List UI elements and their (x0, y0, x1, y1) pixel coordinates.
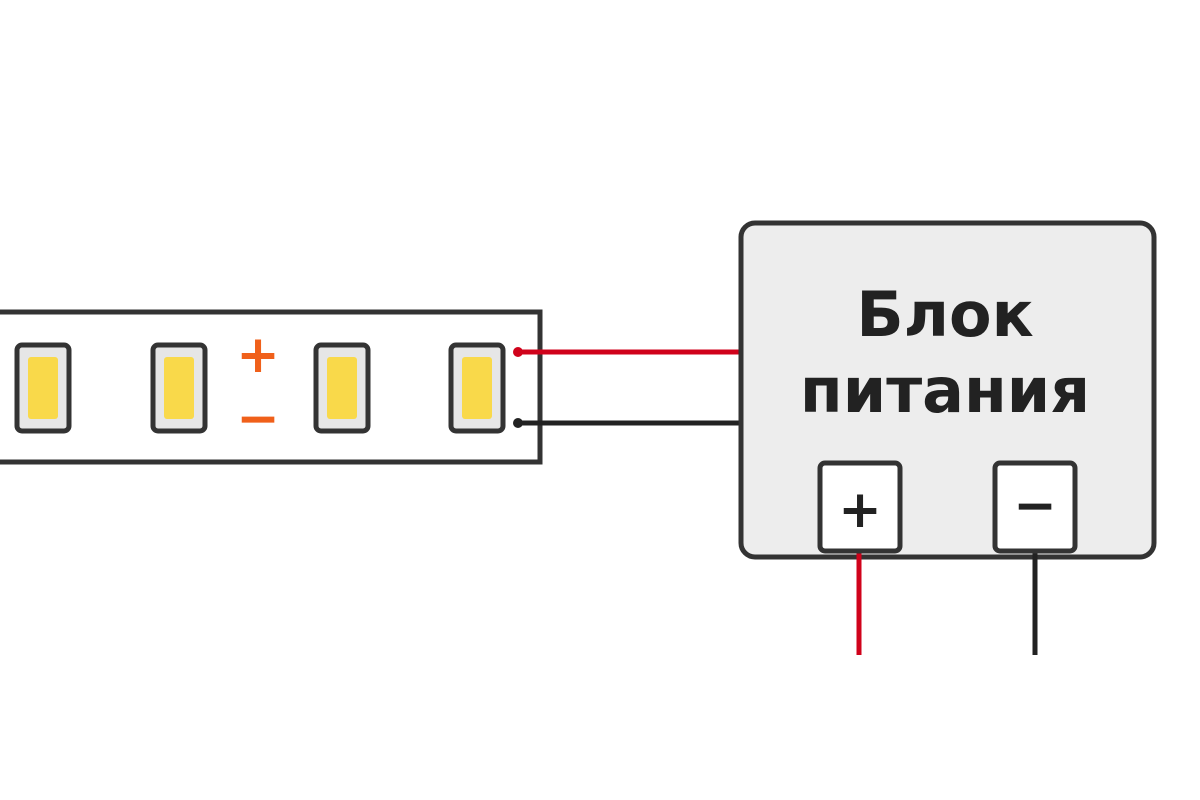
power-supply-title-line1: Блок (856, 278, 1033, 351)
negative-terminal: − (992, 460, 1078, 554)
positive-solder-point (513, 347, 523, 357)
led-chip (14, 342, 72, 434)
strip-plus-label: + (236, 325, 280, 385)
led-chip (448, 342, 506, 434)
positive-terminal: + (817, 460, 903, 554)
power-supply-title-line2: питания (800, 354, 1090, 427)
negative-terminal-label: − (1013, 476, 1057, 536)
negative-solder-point (513, 418, 523, 428)
led-chip (313, 342, 371, 434)
strip-minus-label: − (236, 389, 280, 449)
led-chip (150, 342, 208, 434)
positive-terminal-label: + (838, 480, 882, 540)
